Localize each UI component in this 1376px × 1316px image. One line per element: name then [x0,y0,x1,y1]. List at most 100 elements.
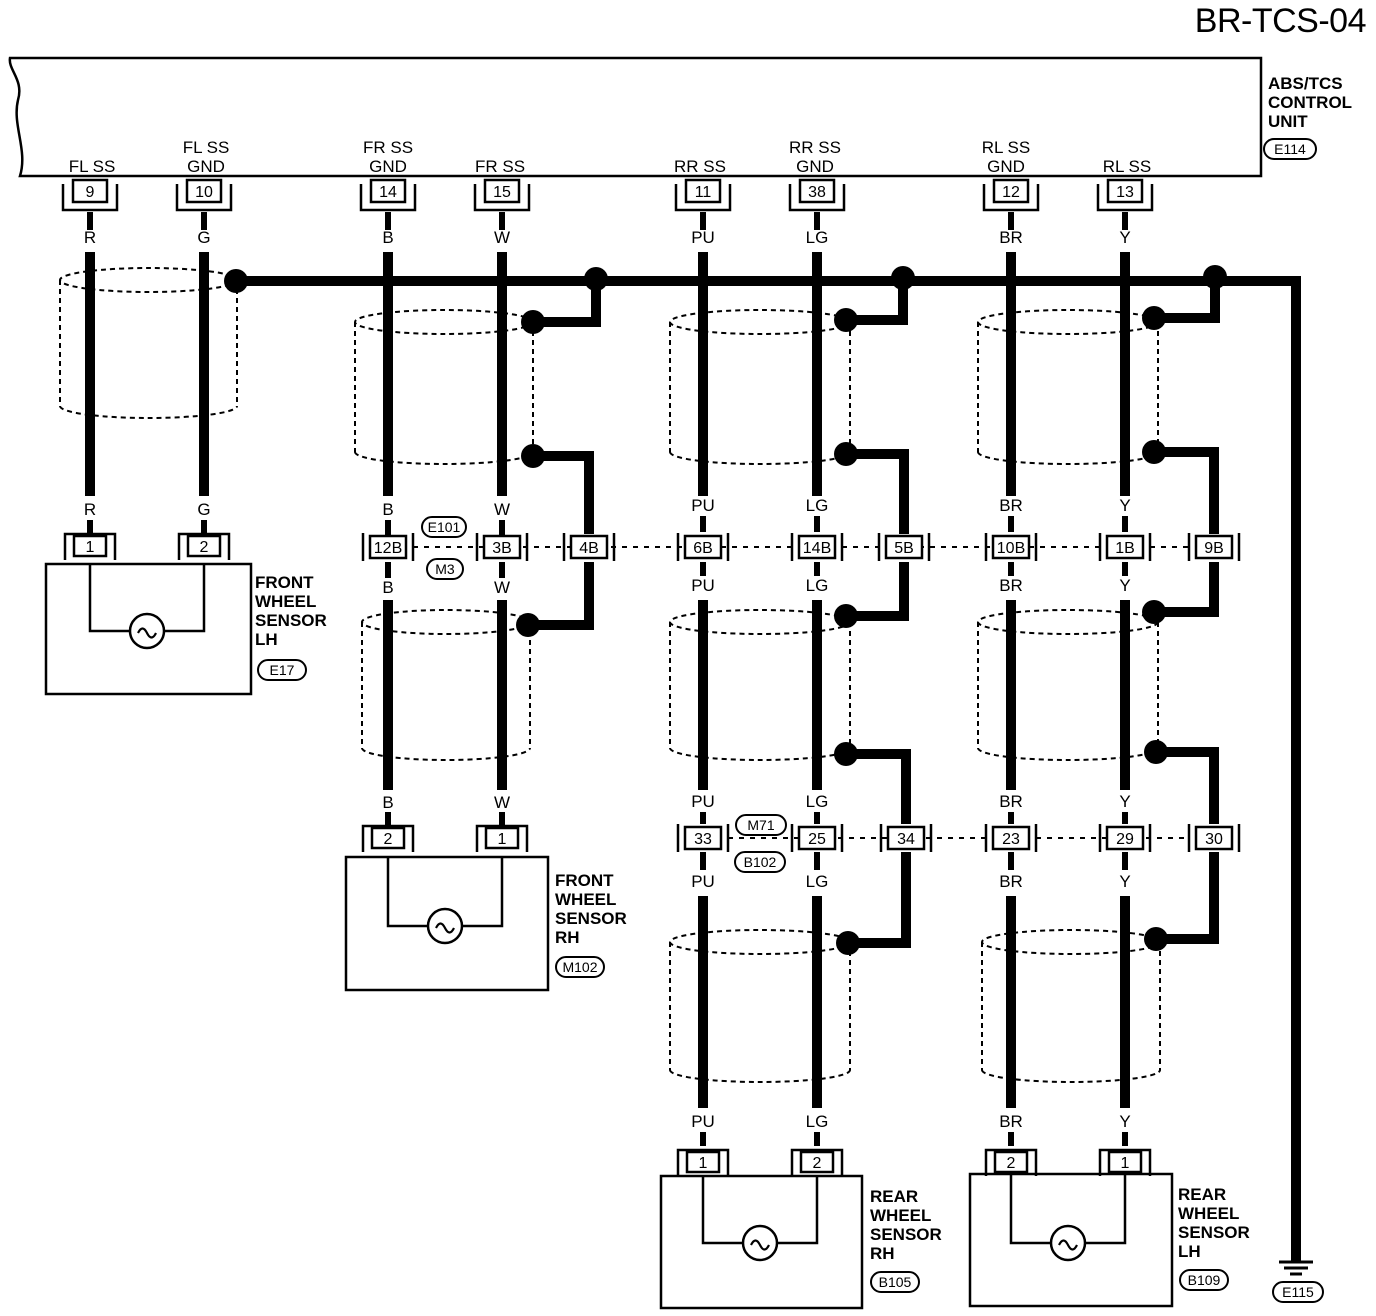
shield-bottom-arc [977,747,1159,761]
joint-connector [797,825,837,851]
splice-dot [516,613,540,637]
wire-color-label: W [494,228,510,247]
shield-top-ellipse [669,309,851,335]
sensor-name-label: REAR [1178,1185,1226,1204]
splice-dot [521,310,545,334]
connector-bracket [984,1148,1038,1176]
control-unit-pin-connector [71,178,109,204]
control-unit-label-line: ABS/TCS [1268,74,1343,93]
control-unit-pin-connector [798,178,836,204]
wire-color-label: LG [806,576,829,595]
connector-bracket [982,184,1040,212]
connector-pin-number: 2 [813,1155,822,1172]
shield-top-ellipse [669,609,851,635]
connector-pin-number: 4B [579,540,599,557]
sensor-connector [1107,1150,1143,1174]
shield-bottom-arc [977,451,1159,465]
sensor-name-label: FRONT [255,573,314,592]
wire-color-label: LG [806,228,829,247]
connector-id: B105 [879,1274,912,1290]
joint-connector-id [735,814,787,836]
pin-function-label: RR SS [674,157,726,176]
shield-drain-wire [846,449,909,534]
connector-pin-number: 29 [1116,831,1134,848]
shield-drain-wire [533,279,601,327]
connector-pin-number: 1 [699,1155,708,1172]
sensor-name-label: SENSOR [555,909,627,928]
connector-id: E17 [270,662,295,678]
connector-pin-number: 34 [897,831,915,848]
connector-pin-number: 9 [86,184,95,201]
control-unit-housing [8,56,1263,178]
connector-pin-number: 11 [695,184,712,201]
connector-pin-number: 10B [997,540,1025,557]
connector-pin-number: 5B [894,540,914,557]
shield-drain-wire [846,562,909,621]
joint-connector-id [734,851,786,873]
connector-bracket [1096,184,1154,212]
shield-drain-wire [1154,277,1220,323]
connector-bracket [790,1148,844,1176]
connector-bracket [177,532,231,560]
sensor-name-label: LH [1178,1242,1201,1261]
connector-bracket [175,184,233,212]
sensor-body [659,1174,864,1310]
connector-pin-number: 6B [693,540,713,557]
connector-pin-number: 13 [1116,184,1134,201]
connector-pin-number: 1 [86,539,95,556]
shield-drain-wire [1156,852,1219,944]
wire-color-label: G [197,500,210,519]
connector-bracket [61,184,119,212]
sensor-body [968,1172,1174,1308]
sensor-name-label: WHEEL [255,592,316,611]
sensor-connector [484,826,520,850]
wire-color-label: Y [1119,496,1130,515]
control-unit-connector-id [1263,138,1317,160]
control-unit-pin-connector [684,178,722,204]
joint-connector [1194,534,1234,560]
joint-connector [886,825,926,851]
shield-bottom-arc [361,747,531,761]
joint-connector-id [426,558,464,580]
wire-color-label: PU [691,792,715,811]
pin-function-label: FL SS [69,157,116,176]
wire-color-label: PU [691,228,715,247]
shield-drain-wire [533,451,594,534]
joint-connector [1105,534,1145,560]
splice-dot [1142,600,1166,624]
pin-function-label: FR SS [363,138,413,157]
wire-color-label: BR [999,228,1023,247]
shield-bottom-arc [669,451,851,465]
connector-bracket [63,532,117,560]
connector-pin-number: 30 [1205,831,1223,848]
connector-bracket [475,824,529,852]
wire-color-label: BR [999,1112,1023,1131]
connector-pin-number: 25 [808,831,826,848]
connector-bracket [788,184,846,212]
wire-color-label: PU [691,576,715,595]
shield-bottom-arc [354,451,534,465]
splice-dot [834,308,858,332]
joint-connector [1105,825,1145,851]
sensor-connector-id [257,659,307,681]
pin-function-label: FL SS [183,138,230,157]
joint-connector [683,534,723,560]
connector-pin-number: 33 [694,831,712,848]
control-unit-pin-connector [992,178,1030,204]
sensor-connector-id [1179,1269,1229,1291]
shield-top-ellipse [977,609,1159,635]
sensor-name-label: SENSOR [870,1225,942,1244]
splice-dot [834,604,858,628]
sensor-name-label: WHEEL [870,1206,931,1225]
connector-pin-number: 15 [493,184,511,201]
connector-id: E115 [1282,1284,1314,1300]
connector-bracket [1098,1148,1152,1176]
sensor-connector [799,1150,835,1174]
wire-color-label: PU [691,496,715,515]
connector-pin-number: 14B [803,540,831,557]
sensor-connector-id [555,956,605,978]
connector-pin-number: 3B [492,540,512,557]
wire-color-label: LG [806,496,829,515]
wire-color-label: BR [999,872,1023,891]
sensor-name-label: SENSOR [1178,1223,1250,1242]
